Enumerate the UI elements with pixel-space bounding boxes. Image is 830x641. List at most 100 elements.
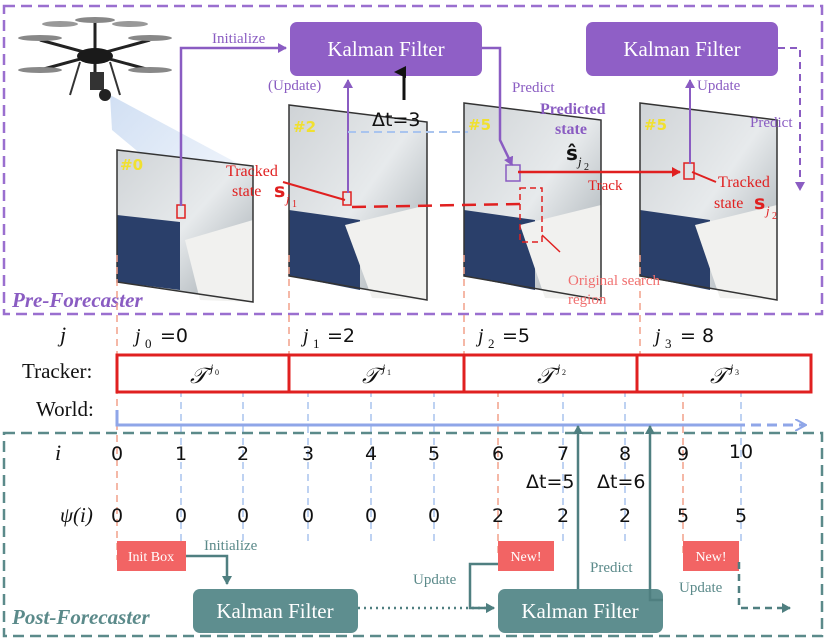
svg-text:j: j (576, 154, 582, 169)
j-value-3: j 3 = 8 (652, 325, 714, 351)
tracked-right-symbol: s j 2 (754, 192, 777, 222)
post-update-arrow-1 (468, 562, 498, 613)
psi-value: 0 (365, 505, 377, 527)
svg-text:1: 1 (313, 336, 320, 351)
guide-lines (116, 255, 742, 560)
frame-0: #0 (116, 149, 254, 303)
psi-value: 0 (428, 505, 440, 527)
new-box-2 (683, 541, 739, 571)
initialize-arrow (179, 43, 287, 206)
frame-2: #2 (288, 104, 428, 301)
tracked-left-line1: Tracked (226, 163, 278, 180)
tracked-left-line2: state (232, 183, 261, 200)
j-value-0: j 0 =0 (132, 325, 188, 351)
svg-text:j: j (132, 325, 141, 347)
svg-text:s: s (754, 192, 765, 214)
i-value: 7 (557, 443, 569, 465)
delta-6-label: Δt=6 (597, 471, 645, 493)
svg-text:j: j (652, 325, 661, 347)
j-row-label: j (57, 322, 66, 347)
update-paren-label: (Update) (268, 78, 321, 94)
i-value: 4 (365, 443, 377, 465)
new-box-2-label: New! (695, 550, 726, 565)
tracked-pointer-left (282, 181, 346, 201)
frame-2-number: #2 (293, 118, 316, 136)
svg-text:2: 2 (488, 336, 495, 351)
post-update-arrow-2 (737, 562, 791, 613)
svg-text:2: 2 (584, 162, 589, 173)
frame-5a: #5 (463, 102, 602, 301)
new-box-1 (498, 541, 554, 571)
tracked-right-line2: state (714, 195, 743, 212)
psi-value: 2 (492, 505, 504, 527)
post-update-label-2: Update (679, 580, 723, 596)
post-forecaster-frame (2, 431, 824, 638)
svg-text:1: 1 (387, 368, 391, 377)
pre-kalman-filter-1 (290, 22, 482, 76)
frame-5b: #5 (639, 102, 778, 301)
predicted-state-line2: state (555, 121, 587, 138)
svg-text:j: j (764, 203, 770, 218)
frame-5b-number: #5 (644, 116, 667, 134)
psi-values: 0 0 0 0 0 0 2 2 2 5 5 (111, 505, 747, 527)
pre-kalman-filter-2 (586, 22, 778, 76)
i-value: 3 (302, 443, 314, 465)
svg-text:=0: =0 (160, 325, 188, 347)
track-label: Track (588, 178, 623, 194)
psi-value: 0 (302, 505, 314, 527)
svg-text:=5: =5 (502, 325, 530, 347)
svg-text:2: 2 (562, 368, 566, 377)
frame-0-number: #0 (120, 156, 143, 174)
i-value: 8 (619, 443, 631, 465)
svg-text:2: 2 (772, 211, 777, 222)
i-values: 0 1 2 3 4 5 6 7 8 9 10 (111, 441, 753, 465)
pre-kalman-filter-1-label: Kalman Filter (327, 37, 444, 61)
world-timeline (115, 410, 735, 427)
original-search-line2: region (568, 292, 607, 308)
tracked-right-line1: Tracked (718, 174, 770, 191)
svg-text:1: 1 (292, 199, 297, 210)
i-value: 5 (428, 443, 440, 465)
svg-text:=2: =2 (327, 325, 355, 347)
svg-text:j: j (284, 191, 290, 206)
psi-value: 2 (619, 505, 631, 527)
svg-text:0: 0 (215, 368, 219, 377)
predict-label-2: Predict (750, 115, 793, 131)
psi-value: 5 (735, 505, 747, 527)
predicted-state-line1: Predicted (540, 101, 606, 118)
svg-text:s: s (274, 180, 285, 202)
i-value: 9 (677, 443, 689, 465)
post-initialize-arrow (186, 554, 232, 585)
original-search-line1: Original search (568, 273, 661, 289)
post-kalman-filter-2 (498, 589, 663, 633)
init-box-label: Init Box (128, 550, 174, 565)
pre-kalman-filter-2-label: Kalman Filter (623, 37, 740, 61)
world-row-label: World: (36, 397, 94, 421)
svg-text:j: j (300, 325, 309, 347)
post-predict-arrow-b (645, 425, 663, 602)
track-dashed-line (351, 202, 521, 209)
tracked-left-symbol: s j 1 (274, 180, 297, 210)
i-value: 2 (237, 443, 249, 465)
svg-text:3: 3 (735, 368, 739, 377)
post-update-label-1: Update (413, 572, 457, 588)
init-box (117, 541, 186, 571)
svg-text:3: 3 (665, 336, 672, 351)
post-kalman-filter-1-label: Kalman Filter (216, 599, 333, 623)
j-value-1: j 1 =2 (300, 325, 355, 351)
psi-value: 0 (111, 505, 123, 527)
initialize-label: Initialize (212, 31, 266, 47)
svg-text:ŝ: ŝ (566, 141, 578, 165)
i-value: 1 (175, 443, 187, 465)
frame-5a-number: #5 (468, 116, 491, 134)
predict-arrow-1 (482, 46, 514, 166)
svg-text:j: j (380, 361, 386, 375)
psi-row-label: ψ(i) (60, 503, 93, 527)
pre-forecaster-label: Pre-Forecaster (11, 288, 143, 312)
psi-value: 2 (557, 505, 569, 527)
tracker-row-label: Tracker: (22, 359, 92, 383)
svg-text:= 8: = 8 (680, 325, 714, 347)
svg-text:j: j (555, 361, 561, 375)
i-row-label: i (55, 440, 61, 465)
